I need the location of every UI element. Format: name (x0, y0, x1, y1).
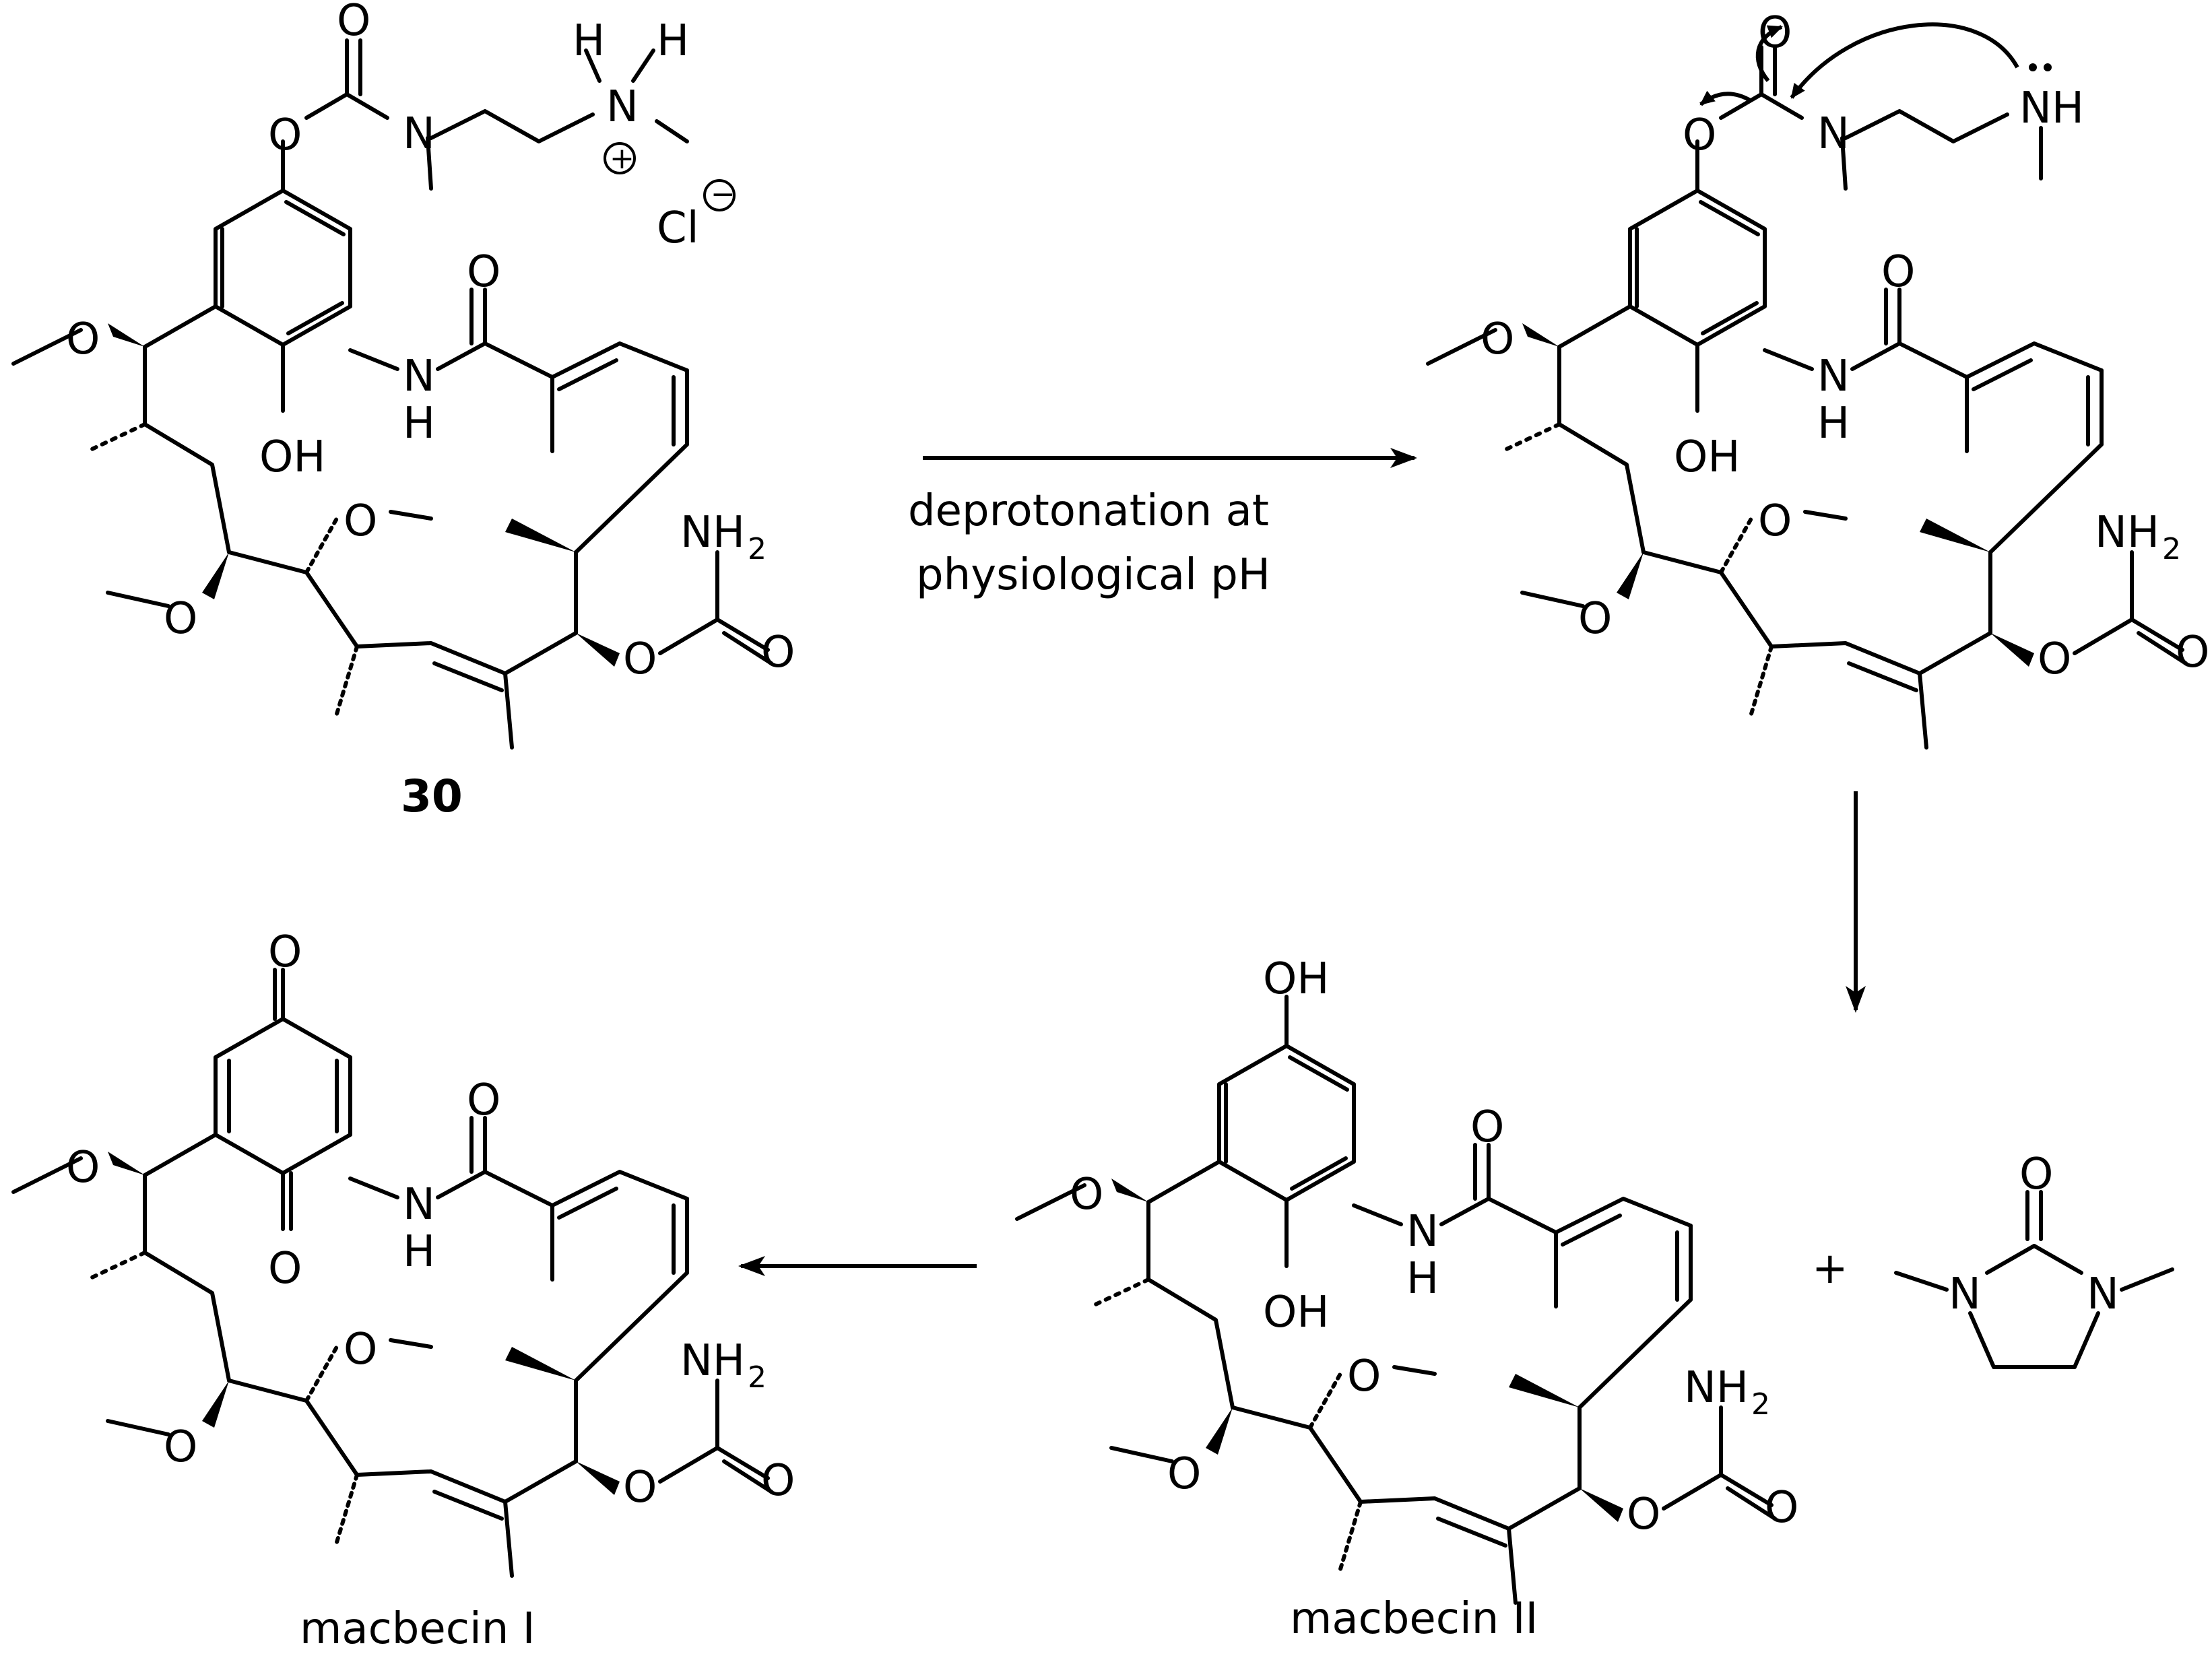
carbamoyl-nh2: NH (2095, 508, 2159, 558)
phenol-oh: OH (1674, 432, 1741, 482)
nh2-subscript: 2 (1751, 1387, 1770, 1422)
amide-n: N (1817, 352, 1850, 401)
macbecin-i-label: macbecin I (300, 1604, 535, 1654)
carbamoyl-nh2: NH (1684, 1363, 1749, 1413)
ammonium-h2: H (657, 16, 689, 66)
urea-o: O (2019, 1150, 2053, 1199)
amide-n: N (403, 352, 435, 401)
amide-o: O (1470, 1102, 1504, 1152)
amide-o: O (467, 1075, 500, 1125)
carbamoyl-o: O (1765, 1483, 1798, 1533)
urea-n1: N (1949, 1269, 1981, 1319)
carbamoyl-o: O (761, 628, 795, 677)
lone-pair-dot-2 (2044, 63, 2052, 71)
amide-o: O (467, 247, 500, 297)
ammonium-h1: H (573, 16, 605, 66)
carbonyl-o: O (1758, 8, 1792, 58)
carbamate-o: O (623, 1463, 657, 1513)
ammonium-n: N (606, 82, 639, 132)
macbecin-i: O O O N H O O O NH 2 O O (13, 927, 795, 1576)
amide-o: O (1881, 247, 1915, 297)
carbamoyl-o: O (761, 1456, 795, 1506)
methoxy-o-3: O (1167, 1449, 1201, 1499)
nh2-subscript: 2 (748, 1360, 767, 1395)
carbamate-o: O (1627, 1490, 1660, 1539)
curved-arrow-leaving (1699, 90, 1753, 106)
carbamoyl-nh2: NH (680, 1336, 745, 1386)
ester-o: O (268, 110, 302, 160)
carbonyl-o: O (337, 0, 370, 46)
macbecin-ii: OH O OH N H O O O NH 2 O O (1017, 954, 1798, 1603)
nh2-subscript: 2 (2162, 532, 2181, 566)
phenol-oh: OH (1263, 1288, 1330, 1337)
amine-nh: NH (2019, 84, 2084, 133)
ester-o: O (1683, 110, 1716, 160)
carbamoyl-o: O (2176, 628, 2209, 677)
minus-charge-icon (703, 179, 736, 211)
amide-h: H (403, 399, 435, 449)
urea-n2: N (2087, 1269, 2119, 1319)
carbamate-n: N (1817, 109, 1850, 159)
condition-line-1: deprotonation at (908, 486, 1269, 536)
methoxy-o-1: O (1070, 1170, 1103, 1220)
curved-arrow-carbonyl (1755, 25, 1783, 82)
amide-h: H (403, 1227, 435, 1277)
quinone-o-bottom: O (268, 1244, 302, 1294)
methoxy-o-2: O (344, 496, 377, 546)
methoxy-o-2: O (1758, 496, 1792, 546)
nh2-subscript: 2 (748, 532, 767, 566)
plus-sign: + (610, 141, 635, 176)
methoxy-o-3: O (164, 594, 197, 644)
amide-h: H (1406, 1254, 1439, 1304)
amide-h: H (1817, 399, 1850, 449)
methoxy-o-1: O (66, 1143, 100, 1193)
methoxy-o-2: O (344, 1325, 377, 1374)
macbecin-ii-label: macbecin II (1290, 1594, 1538, 1644)
lone-pair-dot-1 (2029, 63, 2037, 71)
minus-sign: − (711, 177, 736, 211)
amide-n: N (403, 1180, 435, 1230)
amide-n: N (1406, 1207, 1439, 1257)
methoxy-o-2: O (1347, 1352, 1381, 1401)
compound-number: 30 (401, 770, 463, 822)
plus-charge-icon (604, 142, 636, 174)
quinone-o-top: O (268, 927, 302, 977)
compound-30: O O N H H N + Cl − O OH N H O O O NH 2 O… (13, 0, 795, 822)
methoxy-o-3: O (164, 1422, 197, 1472)
methoxy-o-1: O (1481, 314, 1514, 364)
chloride-label: Cl (657, 203, 698, 253)
intermediate: O O N NH O OH N H O O O NH 2 O O (1428, 8, 2209, 748)
carbamate-o: O (2038, 634, 2071, 684)
methoxy-o-1: O (66, 314, 100, 364)
carbamate-n: N (403, 109, 435, 159)
condition-line-2: physiological pH (916, 550, 1270, 600)
curved-arrow-attack (1790, 22, 2019, 99)
carbamoyl-nh2: NH (680, 508, 745, 558)
plus-sign: + (1812, 1244, 1848, 1294)
carbamate-o: O (623, 634, 657, 684)
methoxy-o-3: O (1578, 594, 1612, 644)
phenol-oh: OH (259, 432, 326, 482)
phenol-oh-top: OH (1263, 954, 1330, 1004)
dimethylimidazolidinone: O N N (1894, 1150, 2174, 1369)
